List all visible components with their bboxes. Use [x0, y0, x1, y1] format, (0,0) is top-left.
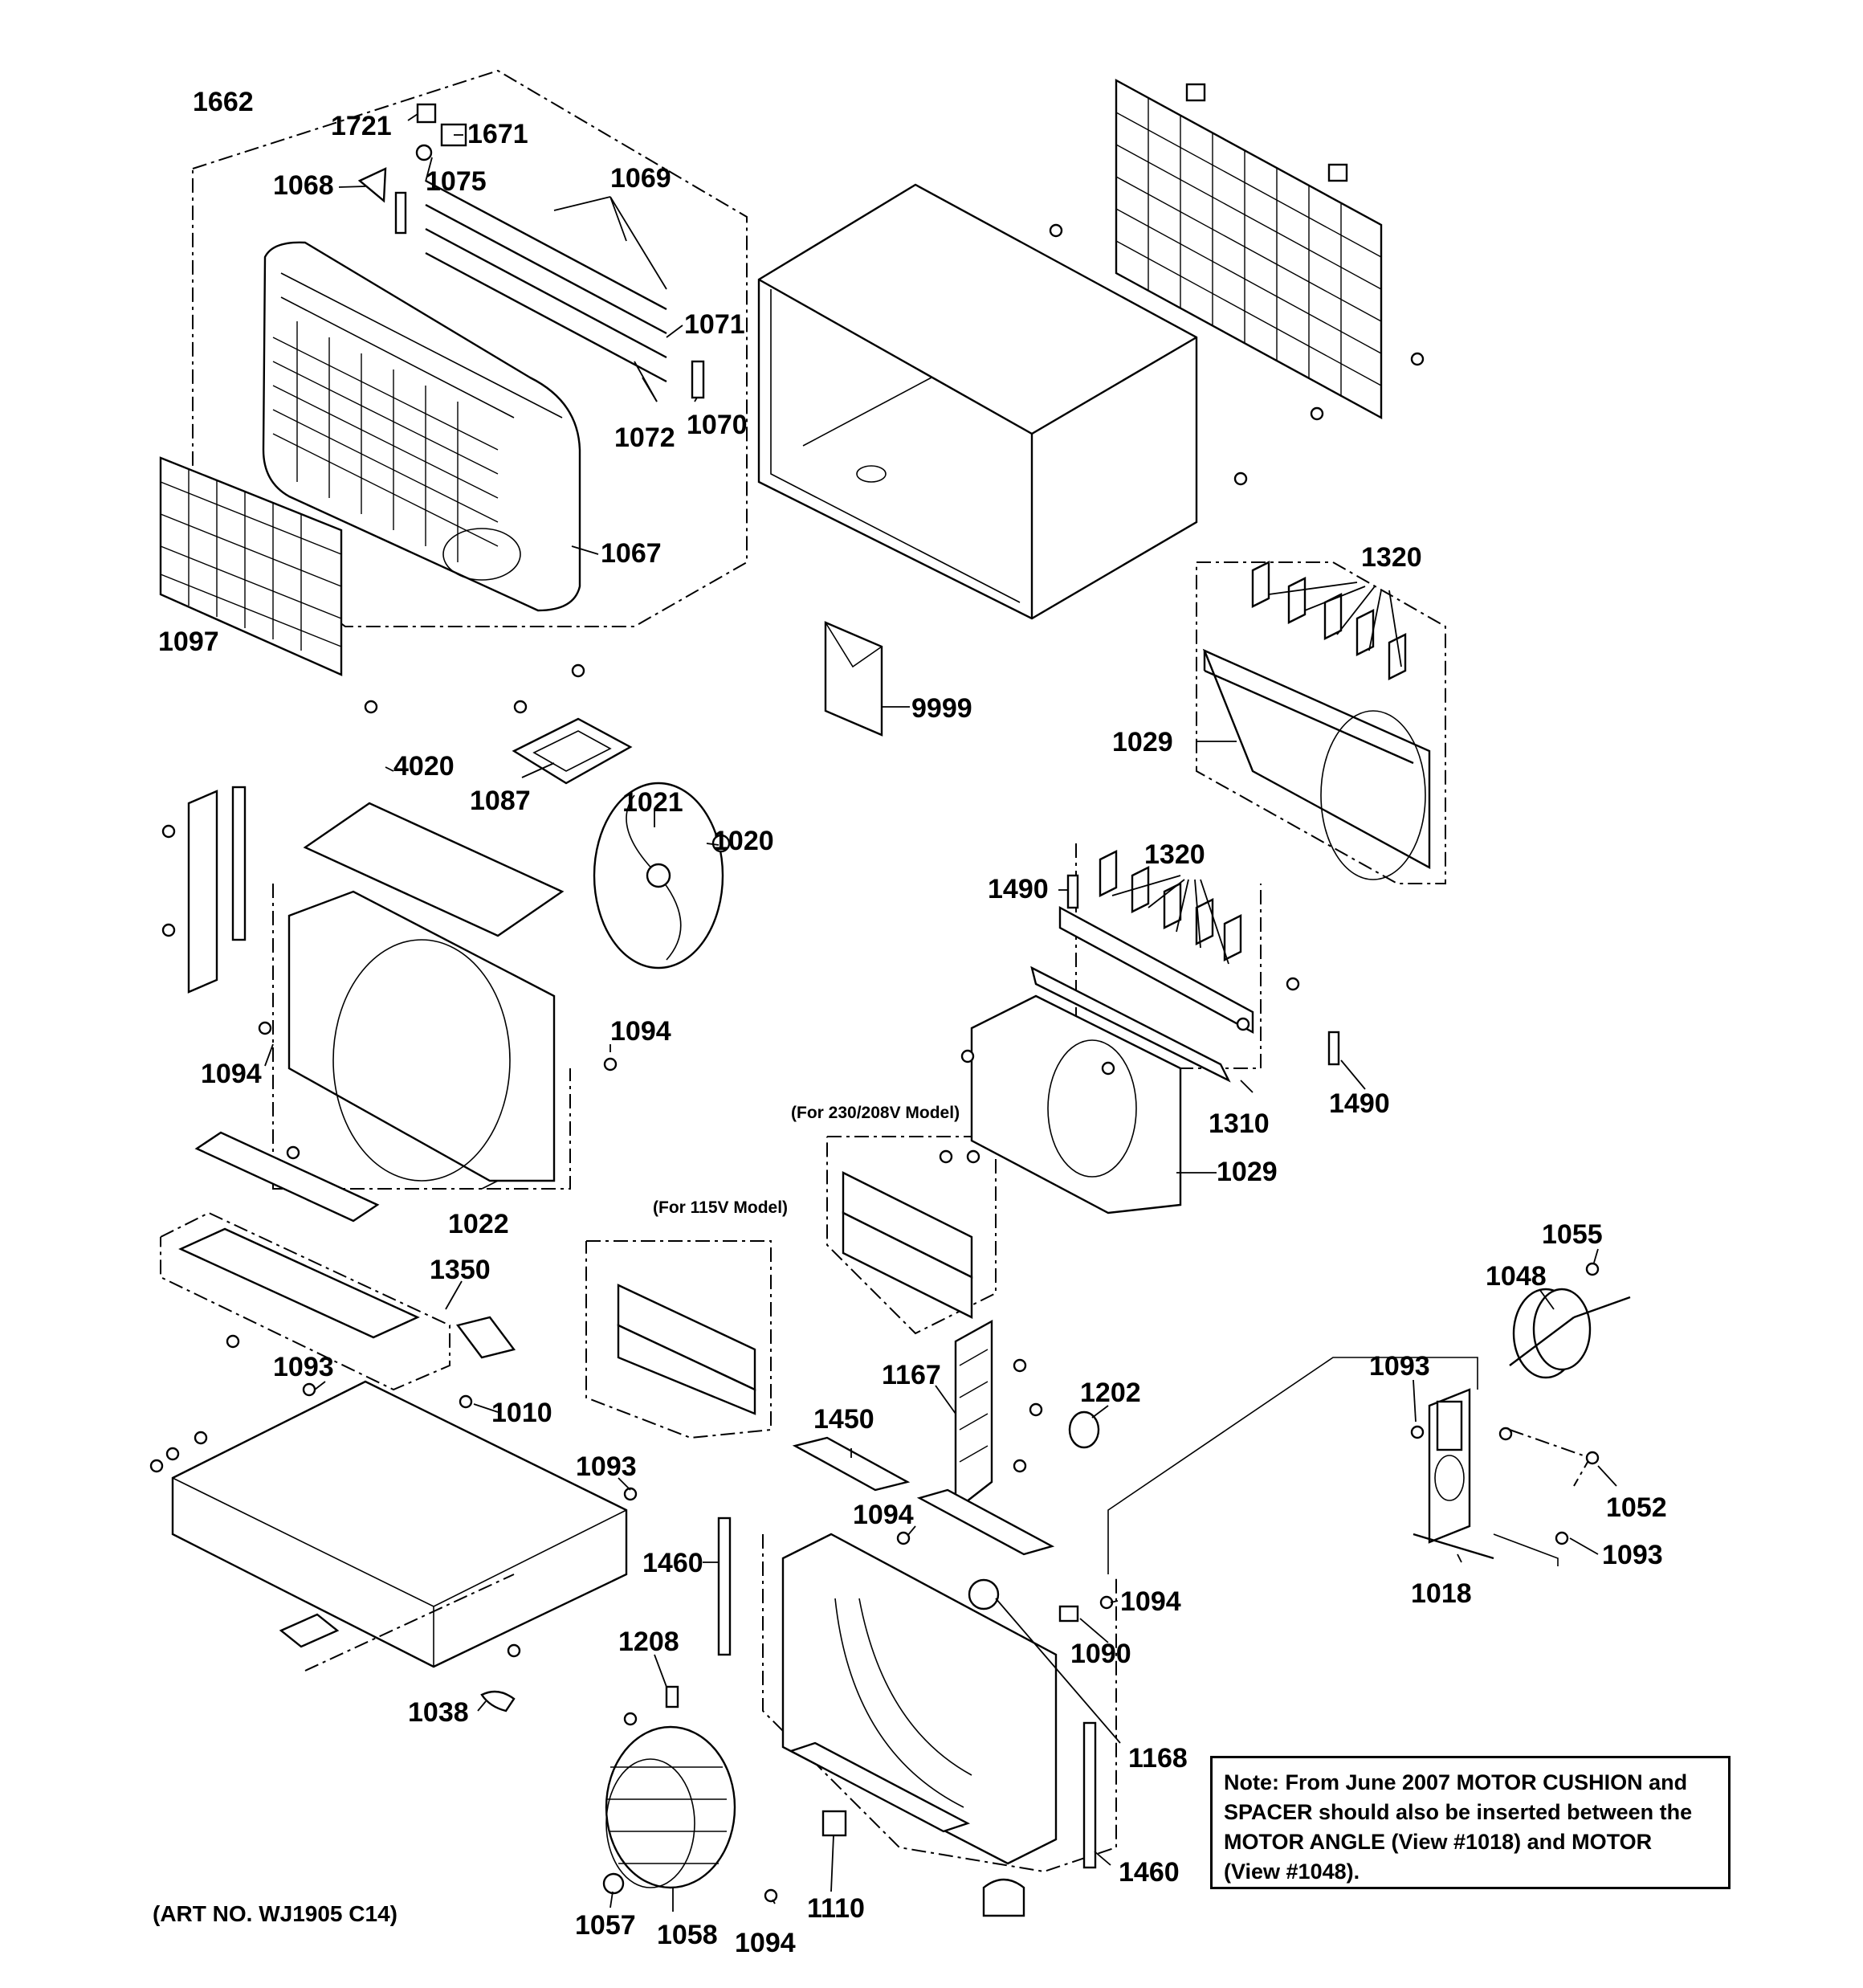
- label-1721: 1721: [331, 111, 392, 141]
- label-1490-right: 1490: [1329, 1088, 1390, 1119]
- clip-1110: [821, 1810, 847, 1837]
- label-1029-top: 1029: [1112, 727, 1173, 757]
- nut-1057: [602, 1872, 625, 1895]
- label-1490-top: 1490: [988, 874, 1049, 904]
- label-1208: 1208: [618, 1627, 679, 1657]
- note-line-2: SPACER should also be inserted between t…: [1224, 1800, 1693, 1824]
- label-1093-right: 1093: [1602, 1540, 1663, 1570]
- clip-1038: [480, 1690, 516, 1712]
- note-box: Note: From June 2007 MOTOR CUSHION and S…: [1210, 1756, 1731, 1889]
- shroud-group-1029-top: [1196, 561, 1446, 884]
- label-1018: 1018: [1411, 1578, 1472, 1609]
- label-1202: 1202: [1080, 1378, 1141, 1408]
- label-1671: 1671: [467, 119, 528, 149]
- label-1094-shroud: 1094: [610, 1016, 671, 1047]
- label-1069: 1069: [610, 163, 671, 194]
- side-bracket-left: [187, 786, 247, 994]
- switch-1090: [1058, 1605, 1079, 1623]
- note-line-1: Note: From June 2007 MOTOR CUSHION and: [1224, 1770, 1688, 1794]
- heater-230v-group: [826, 1136, 997, 1335]
- shroud-1029-lower: [970, 843, 1340, 1214]
- part-labels: 1662 1721 1671 1068 1075 1069 1071 1072 …: [153, 87, 1667, 1958]
- label-1087: 1087: [470, 786, 531, 816]
- clip-1208: [665, 1685, 679, 1708]
- label-1094-right: 1094: [1120, 1586, 1181, 1617]
- label-1022: 1022: [448, 1209, 509, 1239]
- motor-1048: [1509, 1288, 1631, 1379]
- front-panel-1067: [262, 241, 581, 612]
- label-1350: 1350: [430, 1255, 491, 1285]
- label-1094-bottom: 1094: [735, 1928, 796, 1958]
- label-1038: 1038: [408, 1697, 469, 1728]
- label-9999: 9999: [911, 693, 972, 724]
- label-1097: 1097: [158, 627, 219, 657]
- bracket-bottom: [982, 1878, 1025, 1917]
- screws: [149, 223, 1600, 1903]
- label-1075: 1075: [426, 166, 487, 197]
- label-1094-left: 1094: [201, 1059, 262, 1089]
- label-1167: 1167: [882, 1360, 941, 1390]
- label-1029-mid: 1029: [1217, 1157, 1278, 1187]
- outer-cabinet: [757, 183, 1198, 620]
- cover-4020: [303, 802, 565, 937]
- label-4020: 4020: [393, 751, 455, 782]
- capacitor-1202: [1068, 1410, 1100, 1449]
- label-1450: 1450: [813, 1404, 874, 1435]
- label-1093-left: 1093: [273, 1352, 334, 1382]
- note-line-4: (View #1048).: [1224, 1859, 1360, 1884]
- art-number: (ART NO. WJ1905 C14): [153, 1901, 397, 1926]
- label-1320-mid: 1320: [1144, 839, 1205, 870]
- label-1048: 1048: [1486, 1261, 1547, 1292]
- base-parts-1350: [160, 1131, 516, 1391]
- label-1055: 1055: [1542, 1219, 1603, 1250]
- caption-230v-model: (For 230/208V Model): [791, 1104, 960, 1122]
- motor-angle-1018: [1413, 1388, 1494, 1560]
- label-1057: 1057: [575, 1910, 636, 1941]
- label-1310: 1310: [1209, 1108, 1270, 1139]
- base-pan: [171, 1380, 628, 1672]
- label-1094-blower: 1094: [853, 1500, 914, 1530]
- label-1090: 1090: [1070, 1639, 1131, 1669]
- label-1460-right: 1460: [1119, 1857, 1180, 1888]
- label-1010: 1010: [491, 1398, 552, 1428]
- label-1093-motor: 1093: [1369, 1351, 1430, 1382]
- label-1068: 1068: [273, 170, 334, 201]
- shroud-1022: [272, 884, 571, 1190]
- blower-wheel-1058: [605, 1725, 736, 1889]
- label-1070: 1070: [687, 410, 748, 440]
- label-1093-base: 1093: [576, 1451, 637, 1482]
- label-1021: 1021: [622, 787, 683, 818]
- rear-grille: [1115, 78, 1383, 420]
- nut-1020: [711, 834, 731, 853]
- front-filter-1097: [159, 456, 343, 676]
- caption-115v-model: (For 115V Model): [653, 1198, 788, 1217]
- label-1052: 1052: [1606, 1492, 1667, 1523]
- manual-9999: [824, 621, 883, 737]
- label-1020: 1020: [713, 826, 774, 856]
- label-1110: 1110: [807, 1893, 865, 1924]
- leader-lines: [264, 113, 1617, 1912]
- bracket-1087: [512, 717, 633, 785]
- blower-housing: [717, 1436, 1117, 1873]
- heater-115v-group: [585, 1240, 772, 1439]
- label-1067: 1067: [601, 538, 662, 569]
- louver-rods-1069-1071: [425, 179, 667, 383]
- label-1071: 1071: [684, 309, 745, 340]
- label-1320-top: 1320: [1361, 542, 1422, 573]
- label-1058: 1058: [657, 1920, 718, 1950]
- label-1072: 1072: [614, 423, 675, 453]
- small-parts-top: [357, 103, 705, 399]
- label-1662: 1662: [193, 87, 254, 117]
- note-line-3: MOTOR ANGLE (View #1018) and MOTOR: [1224, 1830, 1653, 1854]
- label-1168: 1168: [1128, 1743, 1188, 1774]
- label-1460-left: 1460: [642, 1548, 703, 1578]
- bracket-1167: [954, 1319, 993, 1512]
- fan-blade-1021: [593, 782, 724, 970]
